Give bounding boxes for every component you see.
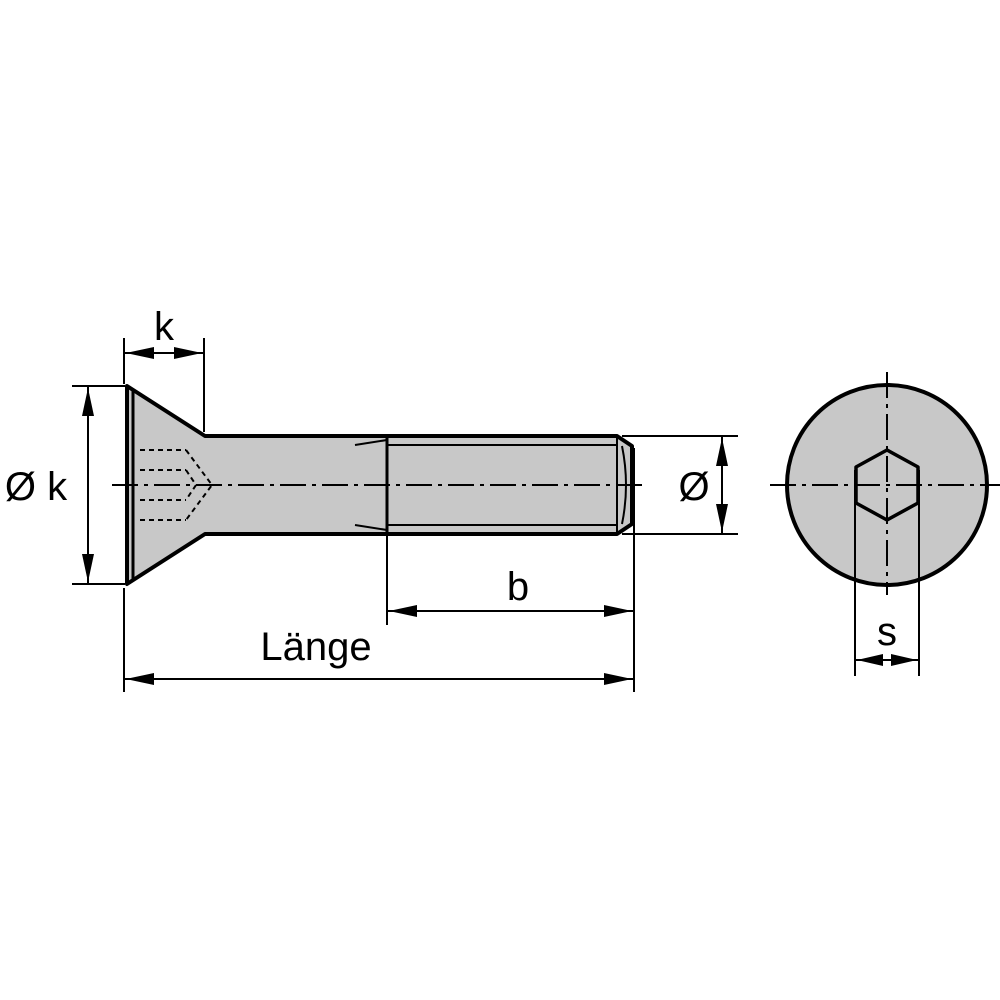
dim-total-length: Länge [123, 588, 634, 692]
label-head-diameter: Ø k [5, 465, 68, 509]
label-total-length: Länge [260, 625, 371, 669]
dim-shank-diameter: Ø [622, 435, 738, 535]
dim-thread-length: b [386, 448, 635, 692]
label-thread-length: b [507, 565, 529, 609]
thread-runout-top [354, 439, 388, 446]
label-head-height: k [154, 305, 175, 349]
dim-head-diameter: Ø k [5, 385, 125, 585]
screw-side-view [112, 384, 648, 586]
label-socket-size: s [877, 610, 897, 654]
thread-runout-bottom [354, 524, 388, 531]
dim-head-height: k [123, 305, 205, 432]
dim-socket-size: s [854, 470, 920, 676]
screw-end-view [770, 372, 1000, 595]
label-shank-diameter: Ø [678, 465, 709, 509]
